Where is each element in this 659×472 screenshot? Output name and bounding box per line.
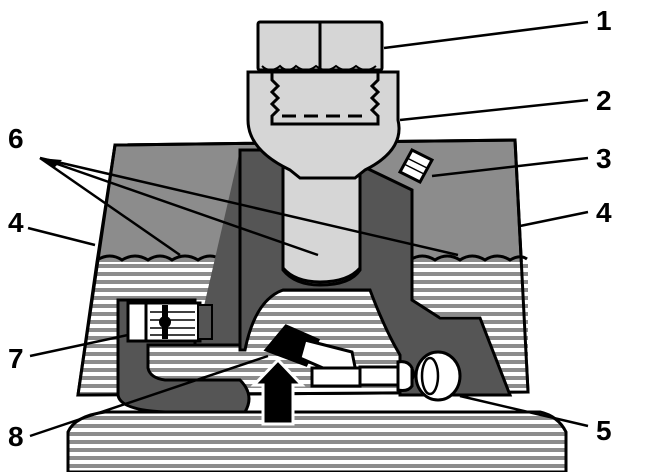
lower-cylinder: [68, 412, 566, 472]
callout-5: 5: [596, 415, 612, 446]
callout-7: 7: [8, 343, 24, 374]
callout-1: 1: [596, 5, 612, 36]
callout-4-right: 4: [596, 197, 612, 228]
float-pin: [128, 303, 212, 341]
callout-6: 6: [8, 123, 24, 154]
callout-8: 8: [8, 421, 24, 452]
callout-4-left: 4: [8, 207, 24, 238]
callout-3: 3: [596, 143, 612, 174]
callout-2: 2: [596, 85, 612, 116]
